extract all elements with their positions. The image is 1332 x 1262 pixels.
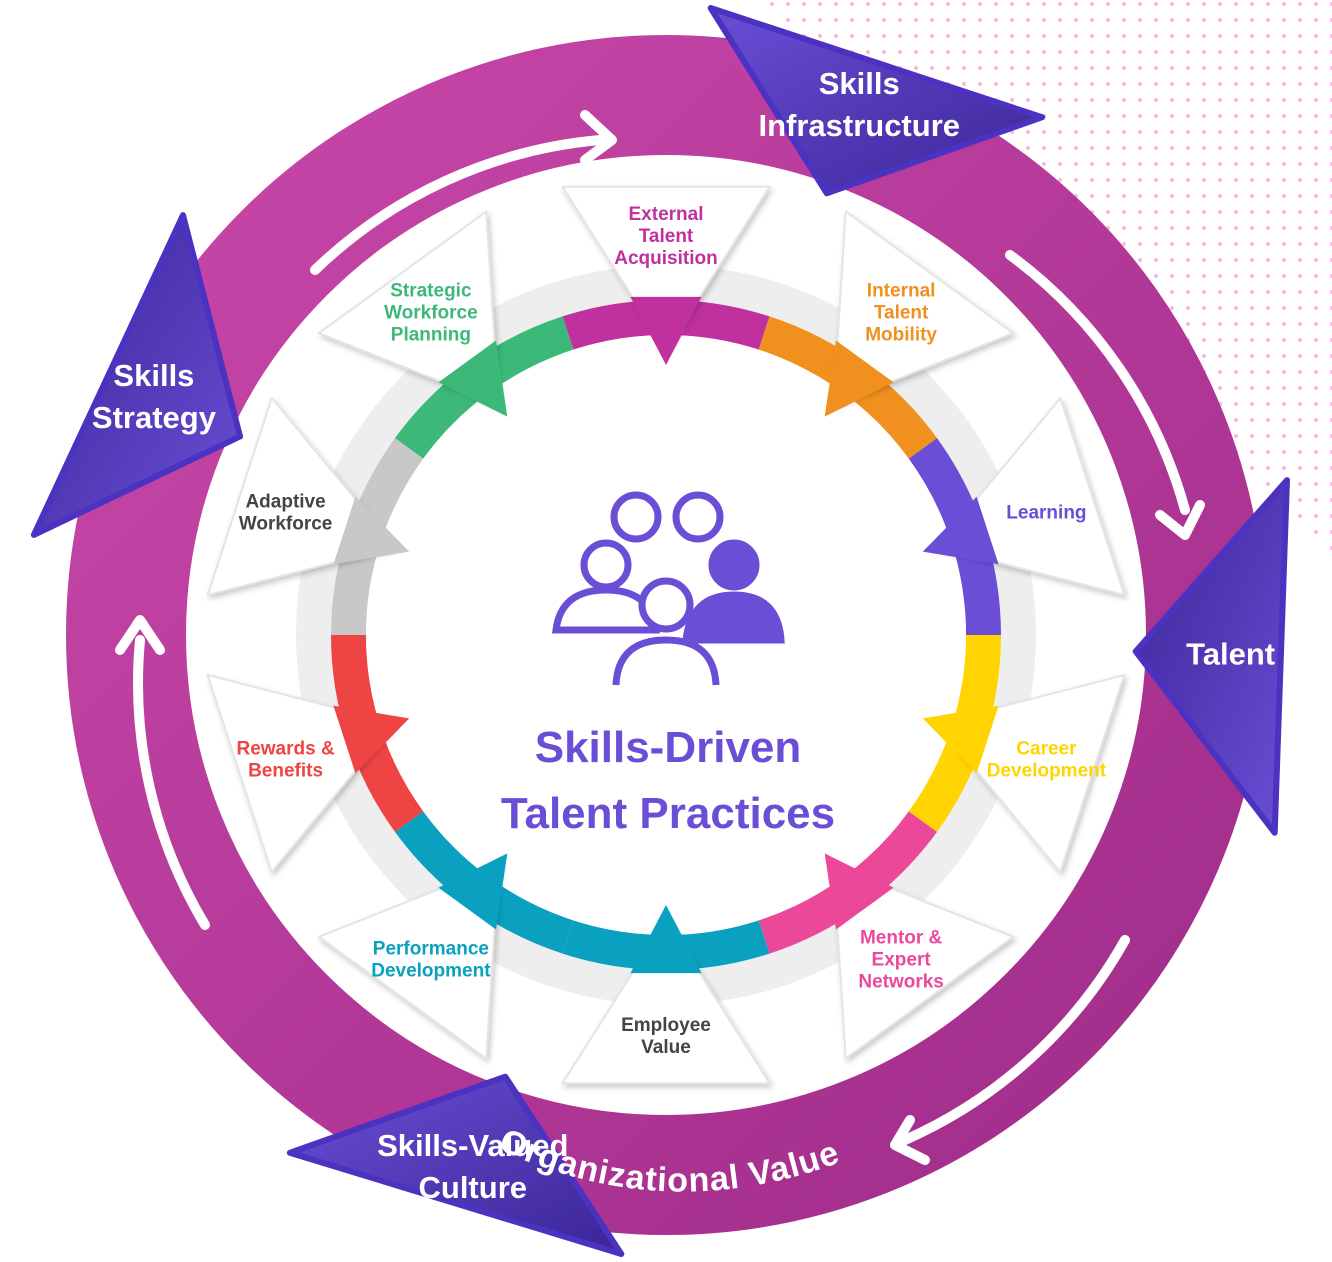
practice-label-line: Networks bbox=[858, 972, 944, 993]
practice-label-line: External bbox=[629, 204, 704, 225]
practice-tip bbox=[824, 853, 894, 930]
practice-rewards-benefits[interactable]: Rewards &Benefits bbox=[206, 674, 410, 873]
practice-label-line: Talent bbox=[639, 226, 694, 247]
practice-label-line: Internal bbox=[867, 280, 936, 301]
person-head-2 bbox=[672, 491, 724, 543]
person-head-4 bbox=[708, 539, 760, 591]
practice-label-line: Development bbox=[987, 761, 1107, 782]
practice-label-line: Development bbox=[371, 961, 491, 982]
pillar-label-line: Skills-Valued bbox=[377, 1128, 568, 1163]
person-head-1 bbox=[610, 491, 662, 543]
pillar-triangle bbox=[707, 5, 1046, 197]
practice-label-line: Value bbox=[641, 1037, 691, 1058]
practice-label-line: Employee bbox=[621, 1015, 711, 1036]
cycle-arrows bbox=[115, 110, 1205, 1165]
arrow-right bbox=[1005, 250, 1190, 515]
person-head-5 bbox=[638, 577, 694, 633]
pillar-talent[interactable]: Talent bbox=[1132, 477, 1290, 836]
dot-pattern-background bbox=[760, 0, 1332, 560]
practice-tip bbox=[438, 340, 508, 417]
practice-label-line: Strategic bbox=[390, 280, 472, 301]
pillar-label-line: Infrastructure bbox=[758, 108, 960, 143]
center-disc bbox=[366, 335, 966, 935]
practice-tip bbox=[333, 705, 410, 774]
practice-tip bbox=[333, 496, 410, 565]
pillar-label-line: Strategy bbox=[92, 400, 217, 435]
person-body-4 bbox=[682, 591, 785, 644]
center-title-line1: Skills-Driven bbox=[535, 723, 802, 772]
pillar-label-line: Culture bbox=[419, 1170, 528, 1205]
practice-label-line: Performance bbox=[373, 939, 489, 960]
practice-tip bbox=[922, 705, 999, 774]
practice-label-line: Mobility bbox=[865, 324, 937, 345]
arrow-bottom-right bbox=[900, 935, 1130, 1145]
pillar-triangle bbox=[30, 212, 244, 538]
practice-triangle bbox=[832, 210, 1015, 406]
people-group-icon bbox=[552, 491, 785, 686]
practice-learning[interactable]: Learning bbox=[922, 397, 1126, 596]
practice-triangle bbox=[317, 864, 500, 1060]
practice-tip bbox=[922, 496, 999, 565]
pillar-label-line: Talent bbox=[1186, 637, 1275, 672]
practice-label-line: Acquisition bbox=[614, 248, 717, 269]
arrow-left-head bbox=[115, 615, 165, 655]
arrow-left bbox=[133, 635, 210, 930]
arrow-right-head bbox=[1155, 500, 1205, 540]
arrow-top bbox=[310, 135, 605, 275]
center-title-line2: Talent Practices bbox=[501, 789, 835, 838]
practice-label-line: Career bbox=[1016, 739, 1077, 760]
practice-label-line: Rewards & bbox=[236, 739, 334, 760]
practice-label-line: Workforce bbox=[384, 302, 478, 323]
practice-tip bbox=[438, 853, 508, 930]
practice-label-line: Learning bbox=[1006, 502, 1086, 523]
practice-label-line: Adaptive bbox=[245, 491, 325, 512]
practice-label-line: Planning bbox=[391, 324, 471, 345]
practice-triangle bbox=[561, 919, 771, 1085]
person-body-5 bbox=[612, 636, 720, 686]
pillar-triangle bbox=[286, 1073, 625, 1257]
practice-triangle bbox=[317, 210, 500, 406]
practice-triangle bbox=[561, 185, 771, 351]
practice-label-line: Benefits bbox=[248, 761, 323, 782]
practice-label-line: Mentor & bbox=[860, 928, 943, 949]
pillar-label-line: Skills bbox=[819, 66, 900, 101]
practice-label-line: Workforce bbox=[239, 513, 333, 534]
practice-tip bbox=[824, 340, 894, 417]
practice-label-line: Expert bbox=[872, 950, 932, 971]
practice-label-line: Talent bbox=[874, 302, 929, 323]
practice-triangle bbox=[832, 864, 1015, 1060]
practice-tip bbox=[630, 905, 702, 974]
arrow-top-head bbox=[580, 110, 617, 165]
pillar-label-line: Skills bbox=[113, 358, 194, 393]
practice-tip bbox=[630, 296, 702, 365]
arrow-bottom-right-head bbox=[890, 1115, 930, 1165]
pillar-triangle bbox=[1132, 477, 1290, 836]
